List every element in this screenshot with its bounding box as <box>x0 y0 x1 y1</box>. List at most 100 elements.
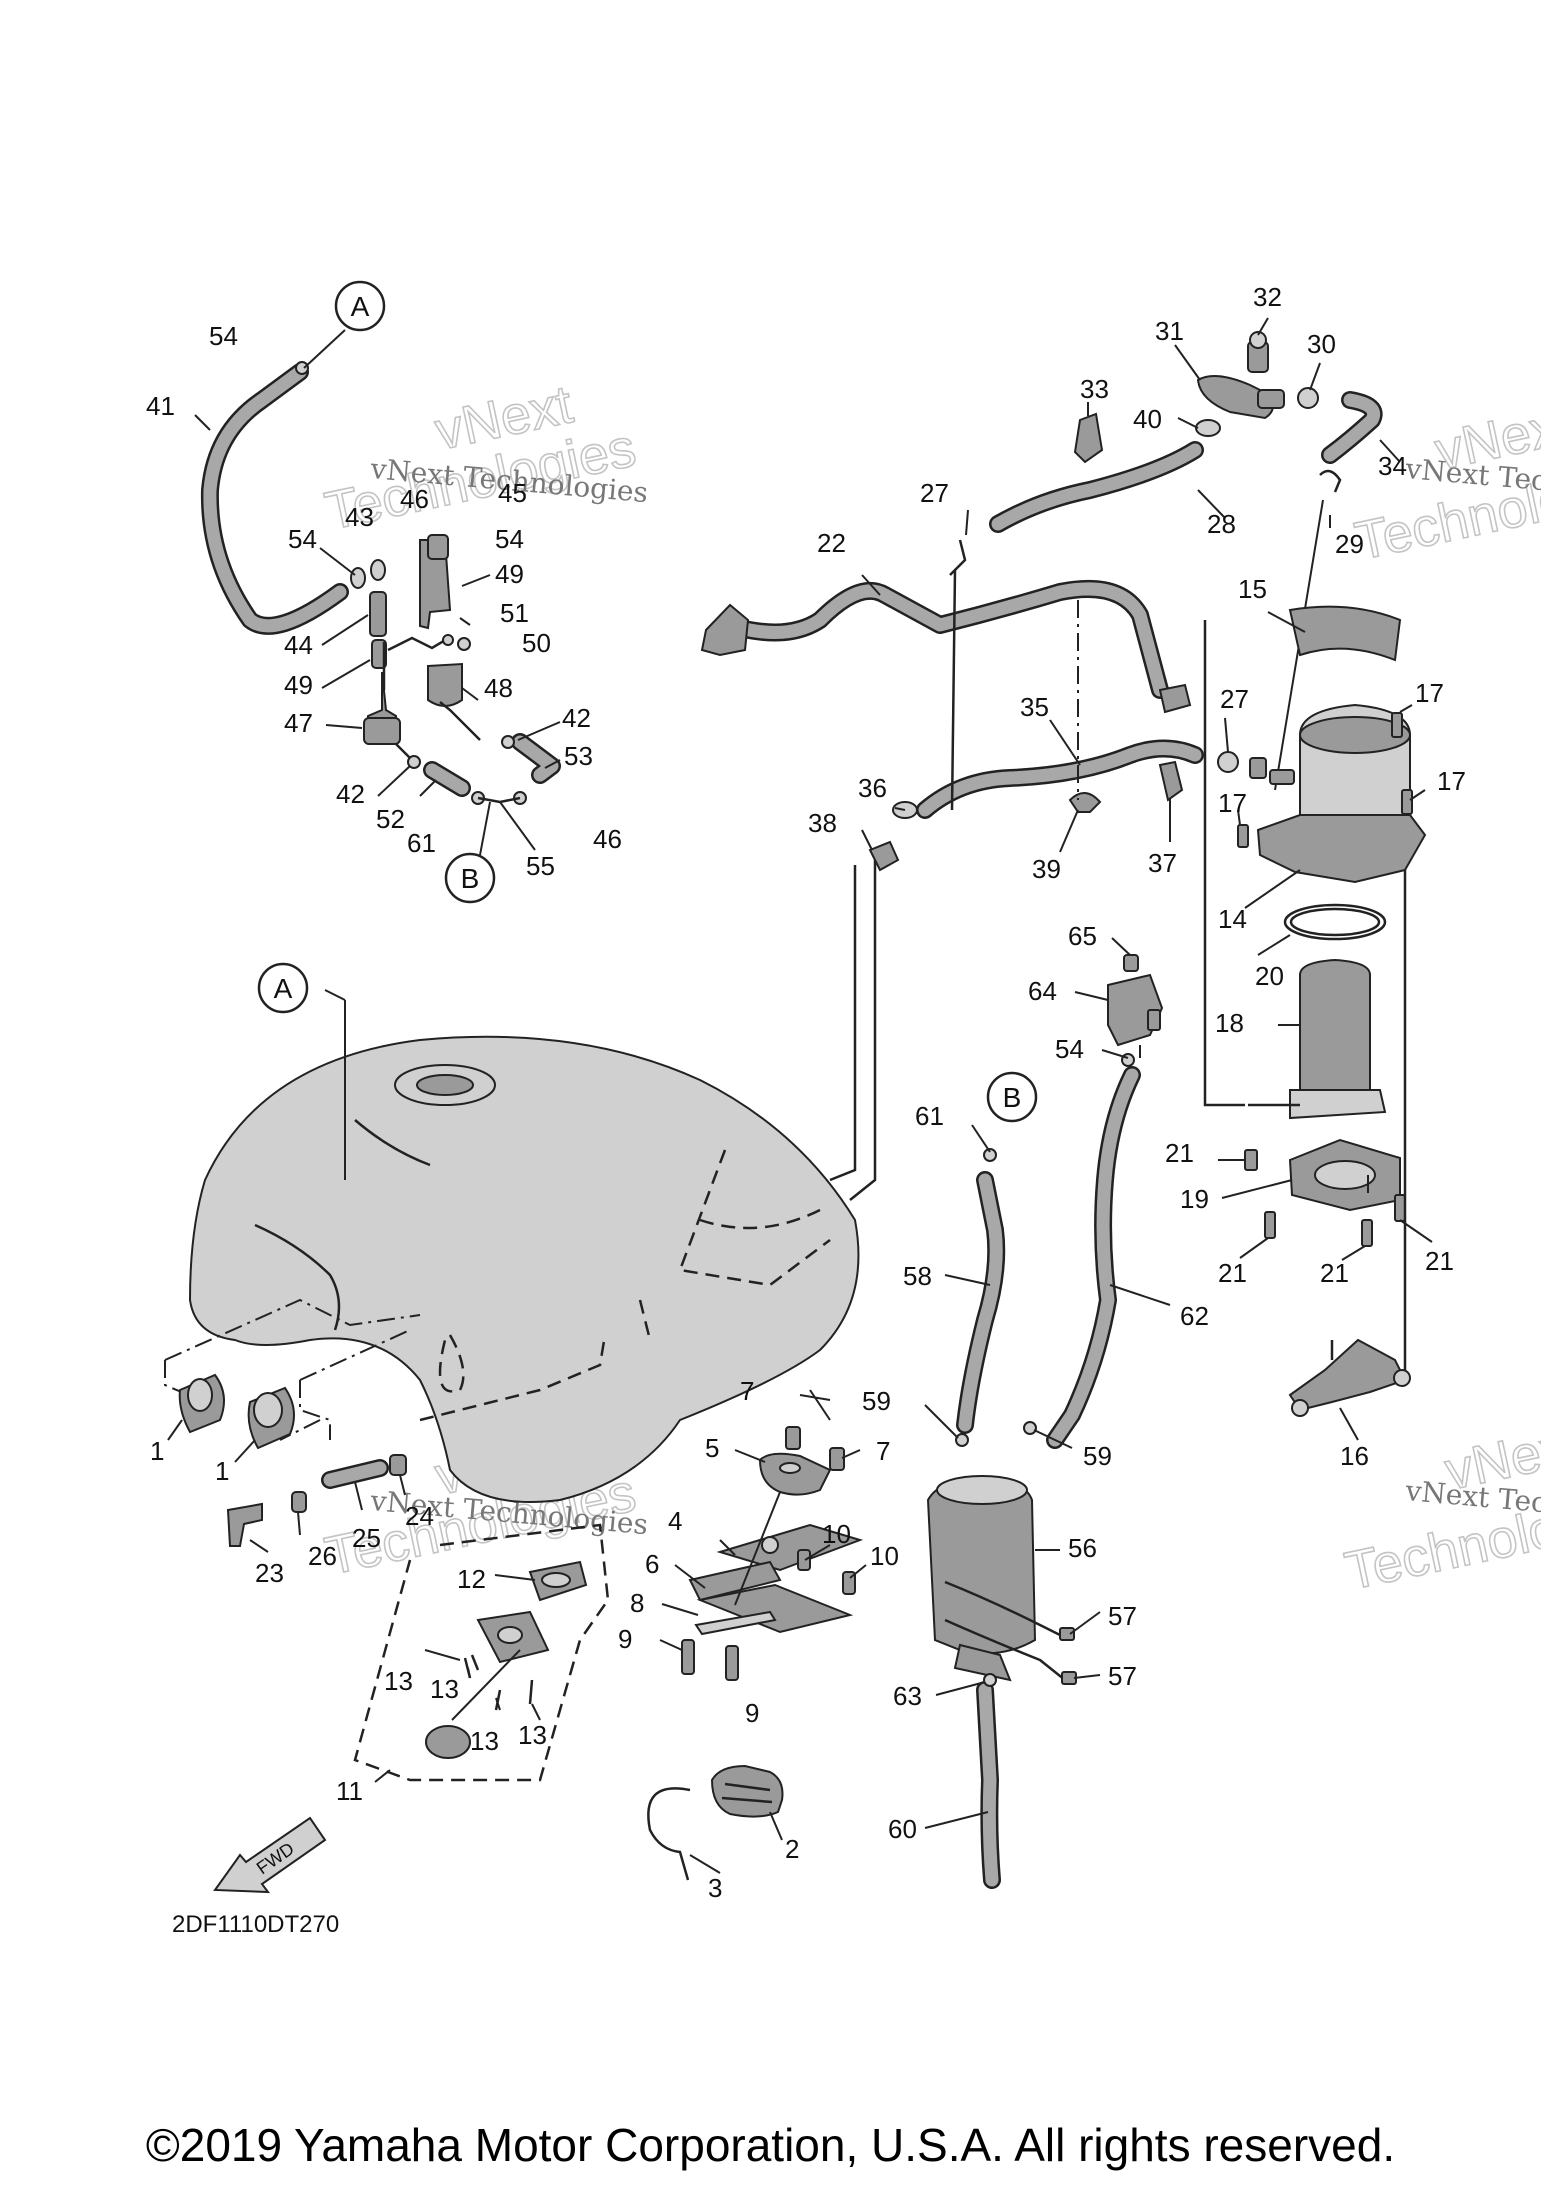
label-11: 11 <box>336 1776 363 1806</box>
label-47: 47 <box>284 708 313 738</box>
label-54b: 54 <box>288 524 317 554</box>
label-13b: 13 <box>430 1674 459 1704</box>
label-57b: 57 <box>1108 1661 1137 1691</box>
label-17a: 17 <box>1415 678 1444 708</box>
label-43: 43 <box>345 502 374 532</box>
callout-b-hose-text: B <box>1003 1082 1022 1113</box>
callout-b-top <box>444 852 496 904</box>
label-54c: 54 <box>495 524 524 554</box>
label-31: 31 <box>1155 316 1184 346</box>
label-9a: 9 <box>618 1624 632 1654</box>
diagram-code: 2DF1110DT270 <box>172 1911 339 1938</box>
label-40: 40 <box>1133 404 1162 434</box>
label-7a: 7 <box>740 1376 754 1406</box>
label-54d: 54 <box>1055 1034 1084 1064</box>
label-21b: 21 <box>1218 1258 1247 1288</box>
label-10b: 10 <box>870 1541 899 1571</box>
label-29: 29 <box>1335 529 1364 559</box>
label-41: 41 <box>146 391 175 421</box>
label-52: 52 <box>376 804 405 834</box>
label-63: 63 <box>893 1681 922 1711</box>
label-4: 4 <box>668 1506 682 1536</box>
label-50: 50 <box>522 628 551 658</box>
label-51: 51 <box>500 598 529 628</box>
label-6: 6 <box>645 1549 659 1579</box>
callout-a-top <box>334 280 386 332</box>
label-24: 24 <box>405 1501 434 1531</box>
label-30: 30 <box>1307 329 1336 359</box>
label-7b: 7 <box>876 1436 890 1466</box>
label-26: 26 <box>308 1541 337 1571</box>
label-8: 8 <box>630 1588 644 1618</box>
fuel-tank <box>164 989 860 1503</box>
label-9b: 9 <box>745 1698 759 1728</box>
label-56: 56 <box>1068 1533 1097 1563</box>
label-57a: 57 <box>1108 1601 1137 1631</box>
label-34: 34 <box>1378 451 1407 481</box>
label-13d: 13 <box>518 1720 547 1750</box>
label-55: 55 <box>526 851 555 881</box>
label-37: 37 <box>1148 848 1177 878</box>
part-labels: 54 41 54 43 46 45 54 49 51 50 48 44 49 4… <box>146 282 1466 1903</box>
callout-a-tank-text: A <box>274 973 293 1004</box>
fuel-hoses <box>700 441 1239 1201</box>
callout-b-hose <box>986 1071 1038 1123</box>
label-17c: 17 <box>1218 788 1247 818</box>
label-39: 39 <box>1032 854 1061 884</box>
label-25: 25 <box>352 1523 381 1553</box>
label-leaders <box>167 317 1433 1874</box>
label-1a: 1 <box>150 1436 164 1466</box>
label-42b: 42 <box>336 779 365 809</box>
label-1b: 1 <box>215 1456 229 1486</box>
label-44: 44 <box>284 630 313 660</box>
label-46b: 46 <box>593 824 622 854</box>
label-35: 35 <box>1020 692 1049 722</box>
label-64: 64 <box>1028 976 1057 1006</box>
label-42a: 42 <box>562 703 591 733</box>
callout-a-top-text: A <box>351 291 370 322</box>
label-13c: 13 <box>470 1726 499 1756</box>
label-61b: 61 <box>915 1101 944 1131</box>
damper-and-band <box>647 1764 784 1881</box>
label-38: 38 <box>808 808 837 838</box>
fwd-arrow: FWD <box>213 1816 327 1894</box>
breather-hose-group <box>200 329 561 856</box>
label-22: 22 <box>817 528 846 558</box>
label-27b: 27 <box>1220 684 1249 714</box>
label-5: 5 <box>705 1433 719 1463</box>
callout-b-top-text: B <box>461 863 480 894</box>
label-61a: 61 <box>407 828 436 858</box>
label-33: 33 <box>1080 374 1109 404</box>
label-13a: 13 <box>384 1666 413 1696</box>
charcoal-canister-group <box>926 954 1164 1889</box>
label-36: 36 <box>858 773 887 803</box>
label-2: 2 <box>785 1834 799 1864</box>
label-3: 3 <box>708 1873 722 1903</box>
label-49b: 49 <box>284 670 313 700</box>
label-17b: 17 <box>1437 766 1466 796</box>
tank-caps <box>178 1373 295 1450</box>
label-49a: 49 <box>495 559 524 589</box>
tank-mount-parts <box>681 1389 864 1681</box>
label-46a: 46 <box>400 484 429 514</box>
label-59a: 59 <box>862 1386 891 1416</box>
label-65: 65 <box>1068 921 1097 951</box>
label-14: 14 <box>1218 904 1247 934</box>
label-15: 15 <box>1238 574 1267 604</box>
label-20: 20 <box>1255 961 1284 991</box>
fuel-pump-assembly <box>1203 605 1427 1417</box>
label-28: 28 <box>1207 509 1236 539</box>
label-23: 23 <box>255 1558 284 1588</box>
label-62: 62 <box>1180 1301 1209 1331</box>
label-60: 60 <box>888 1814 917 1844</box>
fuel-level-sender-parts <box>353 1523 610 1782</box>
callouts: A B A B <box>257 280 1038 1123</box>
callout-a-tank <box>257 962 309 1014</box>
pressure-valve-group <box>1073 331 1383 791</box>
label-45: 45 <box>498 478 527 508</box>
label-18: 18 <box>1215 1008 1244 1038</box>
label-48: 48 <box>484 673 513 703</box>
label-19: 19 <box>1180 1184 1209 1214</box>
label-16: 16 <box>1340 1441 1369 1471</box>
